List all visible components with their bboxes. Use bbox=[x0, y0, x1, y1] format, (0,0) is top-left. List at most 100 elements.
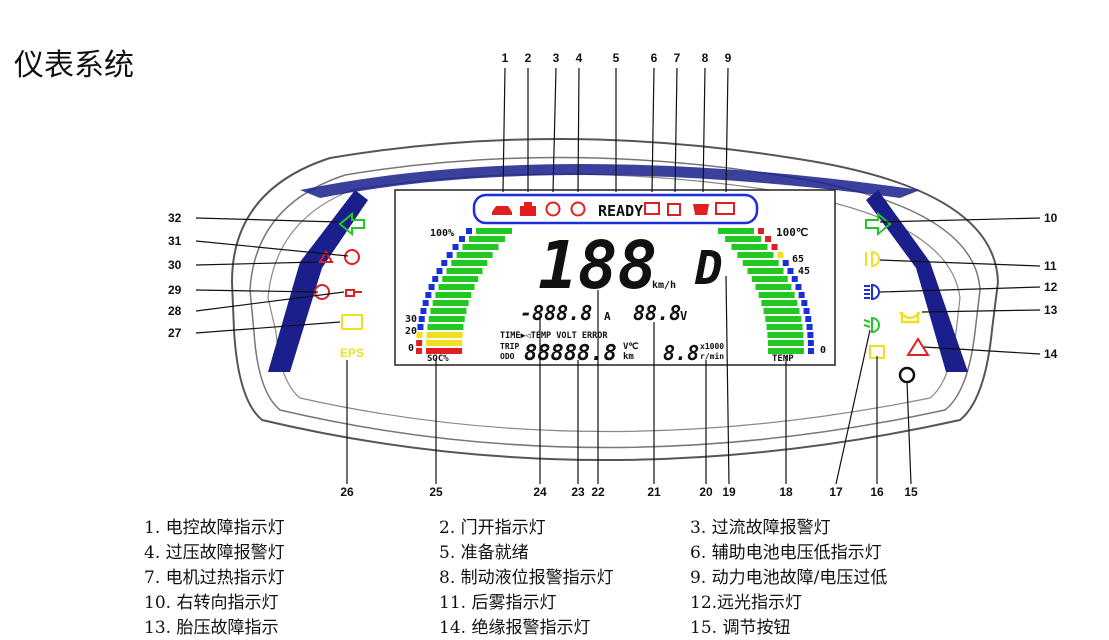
callout-number: 29 bbox=[168, 283, 182, 297]
insulation-warning-icon bbox=[906, 337, 930, 356]
temp-segment bbox=[725, 236, 762, 242]
soc-label: SOC% bbox=[427, 354, 449, 364]
temp-tick bbox=[805, 316, 812, 322]
temp-tick bbox=[807, 332, 814, 338]
soc-bar bbox=[416, 228, 512, 354]
temp-tick bbox=[801, 300, 808, 306]
leader-line bbox=[674, 67, 678, 193]
temp-segment bbox=[768, 348, 804, 354]
callout-number: 28 bbox=[168, 304, 182, 318]
callout-number: 8 bbox=[702, 51, 709, 65]
callout-number: 12 bbox=[1044, 280, 1058, 294]
soc-tick bbox=[420, 308, 427, 314]
soc-tick bbox=[436, 268, 443, 274]
legend-item: 7. 电机过热指示灯 bbox=[144, 568, 285, 588]
legend-item: 10. 右转向指示灯 bbox=[144, 593, 279, 613]
legend-item: 9. 动力电池故障/电压过低 bbox=[690, 568, 888, 588]
current-readout: -888.8 bbox=[520, 301, 592, 325]
soc-segment bbox=[446, 268, 483, 274]
legend-item: 4. 过压故障报警灯 bbox=[144, 543, 285, 563]
legend-item: 14. 绝缘报警指示灯 bbox=[439, 618, 591, 638]
warning-strip bbox=[472, 193, 759, 225]
callout-number: 6 bbox=[651, 51, 658, 65]
leader-line bbox=[923, 346, 1041, 355]
charging-plug-icon bbox=[345, 289, 362, 297]
soc-segment bbox=[438, 284, 475, 290]
leader-line bbox=[921, 309, 1041, 313]
soc-tick bbox=[432, 276, 439, 282]
temp-segment bbox=[761, 300, 798, 306]
callout-number: 22 bbox=[591, 485, 605, 499]
soc-segment bbox=[468, 236, 505, 242]
temp-label: TEMP bbox=[772, 354, 794, 364]
adjust-button[interactable] bbox=[898, 366, 916, 384]
soc-tick bbox=[452, 244, 459, 250]
rear-fog-icon bbox=[865, 250, 880, 268]
cluster-inner-housing bbox=[249, 156, 981, 449]
warning-icons bbox=[492, 201, 735, 217]
right-side-bar bbox=[866, 190, 968, 372]
rpm-readout: 8.8 bbox=[663, 341, 699, 365]
temp-tick bbox=[777, 252, 784, 258]
leader-line bbox=[552, 67, 557, 193]
ready-text: READY bbox=[598, 202, 643, 220]
temp-tick bbox=[787, 268, 794, 274]
temp-tick bbox=[798, 292, 805, 298]
overvoltage-icon bbox=[570, 201, 586, 217]
temp-tick bbox=[771, 244, 778, 250]
leader-line bbox=[879, 259, 1041, 267]
callout-number: 4 bbox=[576, 51, 583, 65]
soc-100-label: 100% bbox=[430, 228, 454, 239]
callout-number: 13 bbox=[1044, 303, 1058, 317]
temp-tick bbox=[803, 308, 810, 314]
parking-brake-icon bbox=[344, 249, 360, 265]
callout-number: 10 bbox=[1044, 211, 1058, 225]
soc-segment bbox=[427, 324, 464, 330]
callout-number: 18 bbox=[779, 485, 793, 499]
overcurrent-icon bbox=[545, 201, 561, 217]
temp-tick bbox=[808, 348, 814, 354]
temp-segment bbox=[755, 284, 792, 290]
temp-segment bbox=[763, 308, 800, 314]
soc-segment bbox=[462, 244, 499, 250]
voltage-readout: 88.8 bbox=[633, 301, 681, 325]
soc-segment bbox=[456, 252, 493, 258]
temp-0-label: 0 bbox=[820, 345, 826, 356]
motor-controller-fault-icon bbox=[492, 206, 512, 215]
leader-line bbox=[725, 275, 730, 485]
trip-label: TRIP bbox=[500, 342, 519, 351]
temp-segment bbox=[742, 260, 779, 266]
soc-30-label: 30 bbox=[405, 314, 417, 325]
temp-segment bbox=[758, 292, 795, 298]
soc-segment bbox=[426, 348, 462, 354]
temp-tick bbox=[758, 228, 764, 234]
callout-number: 16 bbox=[870, 485, 884, 499]
odometer-unit-top: V℃ bbox=[623, 341, 639, 352]
legend-item: 3. 过流故障报警灯 bbox=[690, 518, 831, 538]
soc-segment bbox=[428, 316, 465, 322]
soc-tick bbox=[446, 252, 453, 258]
brake-fluid-icon bbox=[693, 204, 709, 215]
legend-item: 1. 电控故障指示灯 bbox=[144, 518, 285, 538]
callout-number: 26 bbox=[340, 485, 354, 499]
callout-number: 9 bbox=[725, 51, 732, 65]
leader-line bbox=[502, 67, 506, 193]
temp-tick bbox=[807, 340, 814, 346]
soc-tick bbox=[416, 332, 423, 338]
temp-segment bbox=[747, 268, 784, 274]
callout-number: 21 bbox=[647, 485, 661, 499]
temp-tick bbox=[765, 236, 772, 242]
current-unit: A bbox=[604, 310, 611, 323]
soc-tick bbox=[416, 348, 422, 354]
legend-item: 8. 制动液位报警指示灯 bbox=[439, 568, 614, 588]
soc-0-label: 0 bbox=[408, 343, 414, 354]
legend-item: 2. 门开指示灯 bbox=[439, 518, 546, 538]
soc-segment bbox=[432, 300, 469, 306]
legend-item: 12.远光指示灯 bbox=[690, 593, 803, 613]
leader-line bbox=[195, 240, 349, 257]
temp-segment bbox=[737, 252, 774, 258]
leader-line bbox=[195, 321, 341, 334]
leader-line bbox=[879, 286, 1041, 293]
voltage-unit: V bbox=[680, 309, 687, 323]
